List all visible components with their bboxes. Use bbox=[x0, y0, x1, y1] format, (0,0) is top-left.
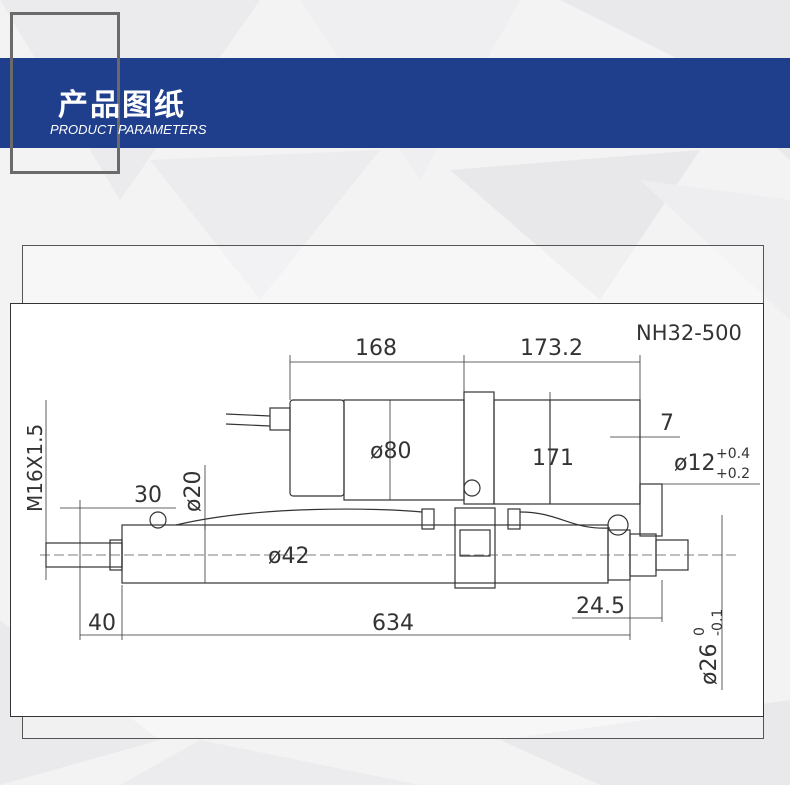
dim-phi26-tol-down: -0.1 bbox=[710, 609, 726, 636]
dim-30: 30 bbox=[134, 483, 162, 508]
dim-168: 168 bbox=[355, 336, 397, 361]
dim-phi12: ø12 bbox=[674, 451, 715, 476]
dim-phi80: ø80 bbox=[370, 439, 411, 464]
header-frame bbox=[10, 12, 120, 174]
motor-endcap bbox=[289, 399, 345, 497]
dim-phi42: ø42 bbox=[268, 544, 309, 569]
dim-7: 7 bbox=[660, 411, 674, 436]
dim-173-2: 173.2 bbox=[520, 336, 583, 361]
page-title: 产品图纸 bbox=[58, 88, 186, 123]
dim-m16: M16X1.5 bbox=[23, 424, 47, 512]
cylinder-tube bbox=[121, 524, 609, 584]
dim-40: 40 bbox=[88, 611, 116, 636]
dim-phi26: ø26 bbox=[697, 644, 722, 685]
dim-phi20: ø20 bbox=[181, 471, 206, 512]
dim-24-5: 24.5 bbox=[576, 594, 625, 619]
model-label: NH32-500 bbox=[636, 321, 742, 345]
dim-phi26-tol-up: 0 bbox=[692, 627, 708, 636]
dim-phi12-tol-up: +0.4 bbox=[716, 446, 750, 462]
dim-171: 171 bbox=[532, 446, 574, 471]
trunnion-block bbox=[454, 507, 496, 589]
header-band bbox=[0, 58, 790, 148]
dim-phi12-tol-down: +0.2 bbox=[716, 466, 750, 482]
gearbox bbox=[493, 399, 641, 505]
page-subtitle: PRODUCT PARAMETERS bbox=[50, 122, 207, 137]
dim-634: 634 bbox=[372, 611, 414, 636]
motor-flange bbox=[463, 391, 495, 505]
